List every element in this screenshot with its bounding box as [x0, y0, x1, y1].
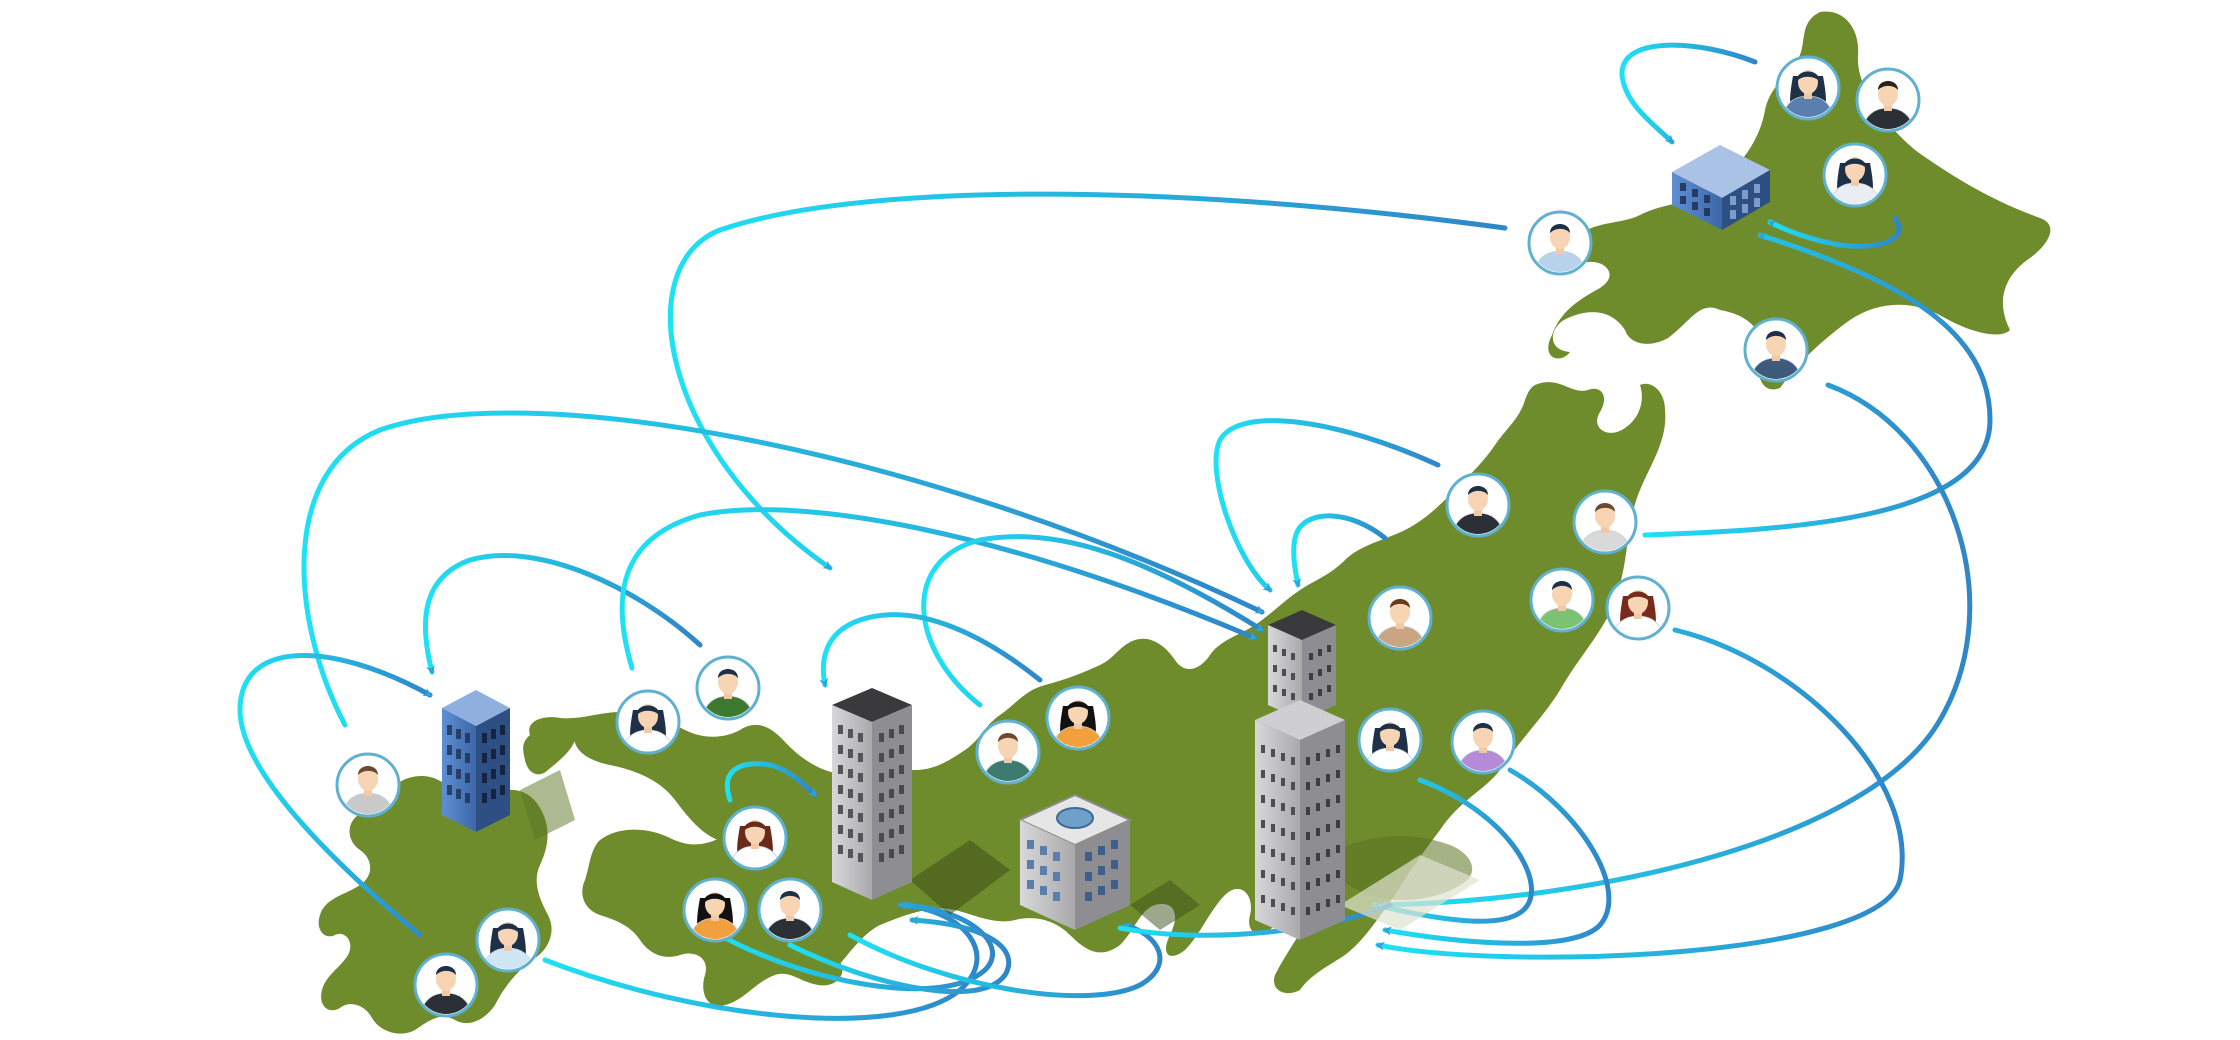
building-osaka: [832, 688, 1010, 915]
route-arrow: [237, 652, 433, 938]
route-arrow: [724, 761, 818, 803]
person-avatar: [1357, 707, 1423, 773]
person-avatar: [722, 805, 788, 871]
route-arrow: [1619, 42, 1758, 145]
route-arrow: [787, 915, 1012, 995]
person-avatar: [1822, 142, 1888, 208]
building-sapporo: [1672, 145, 1770, 230]
route-arrow: [619, 507, 1258, 671]
person-avatar: [757, 877, 823, 943]
person-avatar: [1045, 685, 1111, 751]
route-arrow: [1372, 777, 1534, 924]
person-avatar: [1605, 575, 1671, 641]
route-arrow: [717, 900, 995, 992]
person-avatar: [695, 655, 761, 721]
route-arrow: [1767, 215, 1902, 249]
person-avatar: [335, 752, 401, 818]
route-arrow: [921, 534, 1265, 708]
region-hokkaido: [1548, 11, 2051, 390]
commute-routes: [237, 42, 1993, 1021]
route-arrow: [301, 410, 1265, 728]
person-avatar: [413, 952, 479, 1018]
region-kyushu: [318, 775, 552, 1034]
route-arrow: [847, 922, 1163, 999]
building-tokyo: [1255, 610, 1480, 940]
person-avatar: [1527, 210, 1593, 276]
person-avatar: [1445, 472, 1511, 538]
route-arrow: [1375, 627, 1905, 960]
route-arrow: [1382, 382, 1973, 910]
people-avatars: [335, 55, 1921, 1018]
route-arrow: [819, 612, 1043, 688]
building-nagoya: [1017, 793, 1200, 930]
person-avatar: [1775, 55, 1841, 121]
person-avatar: [615, 689, 681, 755]
route-arrow: [667, 191, 1508, 571]
route-arrow: [1291, 513, 1388, 588]
tokyo-windows-right: [1306, 745, 1340, 915]
building-fukuoka: [442, 690, 575, 840]
person-avatar: [1855, 67, 1921, 133]
map-japan: [318, 11, 2051, 1034]
person-avatar: [1572, 489, 1638, 555]
person-avatar: [475, 907, 541, 973]
person-avatar: [1743, 317, 1809, 383]
route-arrow: [1642, 232, 1993, 538]
person-avatar: [1450, 709, 1516, 775]
tokyo-windows-left: [1261, 745, 1295, 915]
person-avatar: [975, 719, 1041, 785]
person-avatar: [682, 877, 748, 943]
office-buildings: [442, 145, 1770, 940]
person-avatar: [1529, 567, 1595, 633]
route-arrow: [1382, 767, 1612, 946]
route-arrow: [422, 553, 703, 675]
route-arrow: [1213, 418, 1441, 593]
person-avatar: [1367, 585, 1433, 651]
